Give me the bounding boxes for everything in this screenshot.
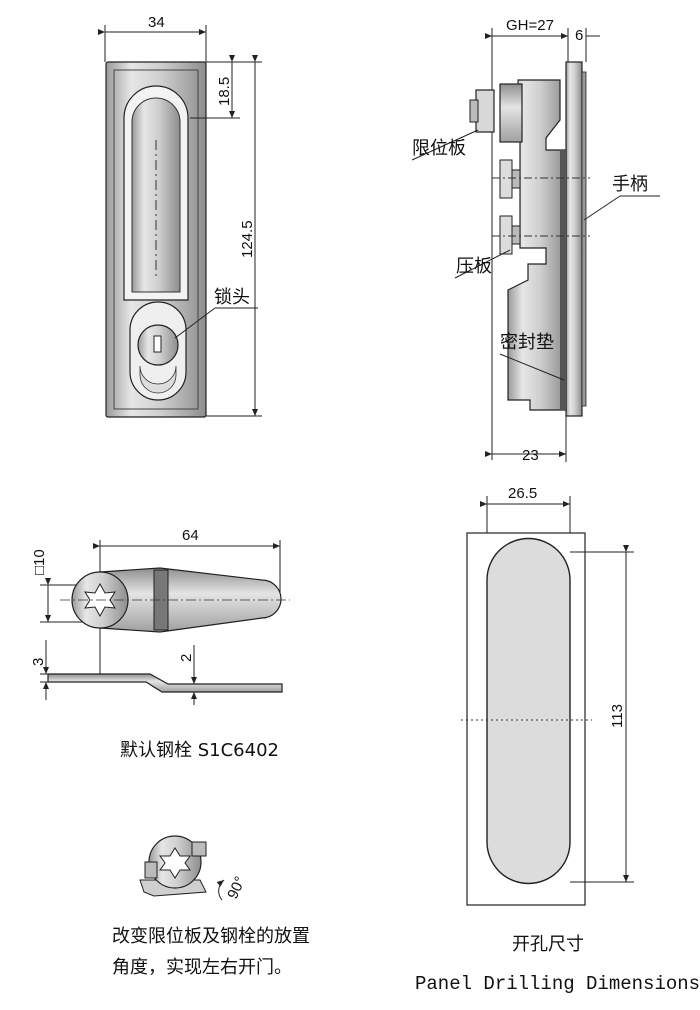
bolt-square-dim: □10 — [31, 549, 48, 575]
bolt-caption: 默认钢栓 S1C6402 — [120, 740, 279, 761]
cutout-slot — [486, 537, 571, 885]
gh-dim: GH=27 — [506, 17, 554, 34]
bolt-offset-dim: 2 — [178, 654, 195, 662]
front-view: 34 18.5 124.5 锁头 — [98, 14, 262, 418]
front-top-dim: 18.5 — [216, 77, 233, 106]
bolt-thick-dim: 3 — [30, 658, 47, 666]
rotate-caption-2: 角度，实现左右开门。 — [112, 957, 292, 978]
cutout-caption-cn: 开孔尺寸 — [512, 934, 584, 955]
side-view: GH=27 6 23 限位板 手柄 压板 — [411, 17, 660, 464]
cutout-height-dim: 113 — [609, 704, 626, 728]
bottom-dim: 23 — [522, 447, 539, 464]
rotate-caption-1: 改变限位板及钢栓的放置 — [112, 926, 310, 947]
front-width-dim: 34 — [148, 14, 165, 31]
cutout-view: 26.5 113 开孔尺寸 Panel Drilling Dimensions — [415, 485, 700, 995]
plate-dim: 6 — [575, 27, 583, 44]
gasket-label: 密封垫 — [500, 332, 554, 353]
clamp-label: 压板 — [456, 256, 492, 277]
limit-plate-label: 限位板 — [412, 138, 466, 159]
cutout-width-dim: 26.5 — [508, 485, 537, 502]
handle-label: 手柄 — [612, 174, 648, 195]
bolt-length-dim: 64 — [182, 527, 199, 544]
front-height-dim: 124.5 — [239, 220, 256, 258]
cutout-caption-en: Panel Drilling Dimensions — [415, 973, 700, 995]
bolt-view: 64 □10 3 2 默认钢栓 S1C6402 — [30, 527, 290, 761]
lock-label: 锁头 — [214, 287, 250, 308]
rotate-angle: 90° — [224, 874, 249, 902]
rotate-view: 90° 改变限位板及钢栓的放置 角度，实现左右开门。 — [112, 835, 310, 978]
